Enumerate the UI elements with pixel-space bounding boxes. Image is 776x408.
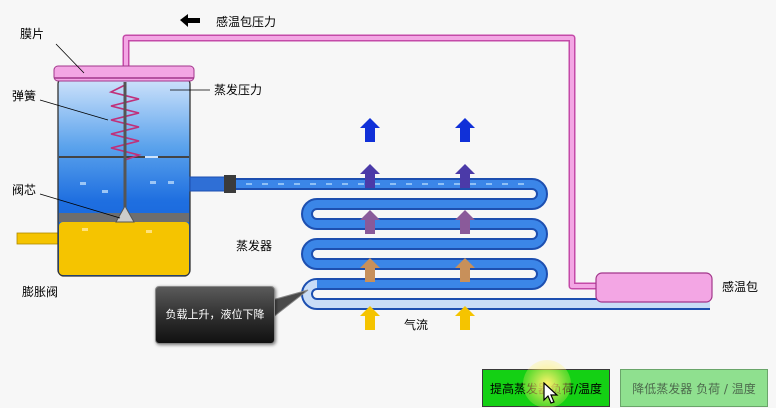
arrow-left-icon: [180, 14, 200, 27]
label-diaphragm: 膜片: [20, 27, 44, 41]
airflow-arrows: [360, 118, 475, 330]
label-evaporator-pressure: 蒸发压力: [214, 82, 262, 97]
airflow-arrow-icon: [360, 118, 380, 142]
airflow-arrow-icon: [455, 118, 475, 142]
airflow-arrow-icon: [360, 306, 380, 330]
label-spring: 弹簧: [12, 88, 36, 103]
raise-load-button[interactable]: 提高蒸发器负荷/温度: [482, 369, 610, 407]
airflow-arrow-icon: [360, 210, 380, 234]
outlet-pipe: [189, 176, 227, 192]
airflow-arrow-icon: [360, 164, 380, 188]
label-expansion-valve: 膨胀阀: [22, 285, 58, 299]
flow-markers: [80, 181, 174, 233]
diaphragm: [53, 65, 195, 82]
lower-load-button[interactable]: 降低蒸发器 负荷 / 温度: [620, 369, 768, 407]
sensing-bulb: [595, 272, 713, 303]
leader-valve-core: [39, 193, 121, 219]
airflow-arrow-icon: [455, 306, 475, 330]
leader-spring: [39, 99, 109, 121]
airflow-arrow-icon: [455, 210, 475, 234]
label-airflow: 气流: [404, 317, 428, 332]
label-bulb-pressure: 感温包压力: [216, 14, 276, 29]
valve-core: [115, 204, 135, 223]
status-tooltip: 负载上升，液位下降: [155, 286, 275, 344]
leader-diaphragm: [55, 43, 85, 74]
label-evaporator: 蒸发器: [236, 238, 272, 253]
label-valve-core: 阀芯: [12, 183, 36, 197]
label-bulb: 感温包: [722, 279, 758, 294]
airflow-arrow-icon: [455, 258, 475, 282]
pipe-nut: [224, 175, 236, 193]
airflow-arrow-icon: [455, 164, 475, 188]
airflow-arrow-icon: [360, 258, 380, 282]
tooltip-pointer: [271, 289, 309, 320]
inlet-pipe: [16, 232, 63, 245]
